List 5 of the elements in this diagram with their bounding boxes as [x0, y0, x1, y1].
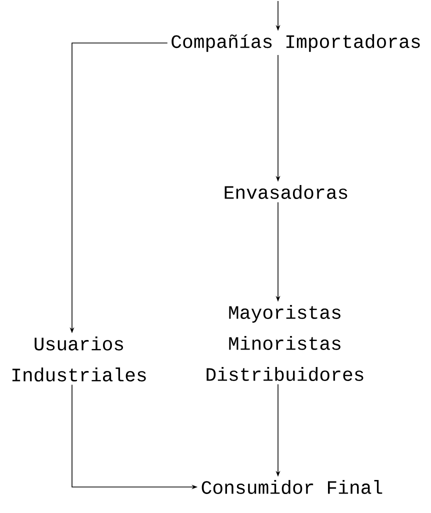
node-text: Envasadoras [224, 185, 348, 199]
node-text: Consumidor Final [202, 480, 382, 494]
node-text: Compañías Importadoras [172, 34, 420, 52]
node-text: Usuarios Industriales [12, 336, 146, 382]
node-text: Mayoristas Minoristas Distribuidores [206, 305, 364, 381]
